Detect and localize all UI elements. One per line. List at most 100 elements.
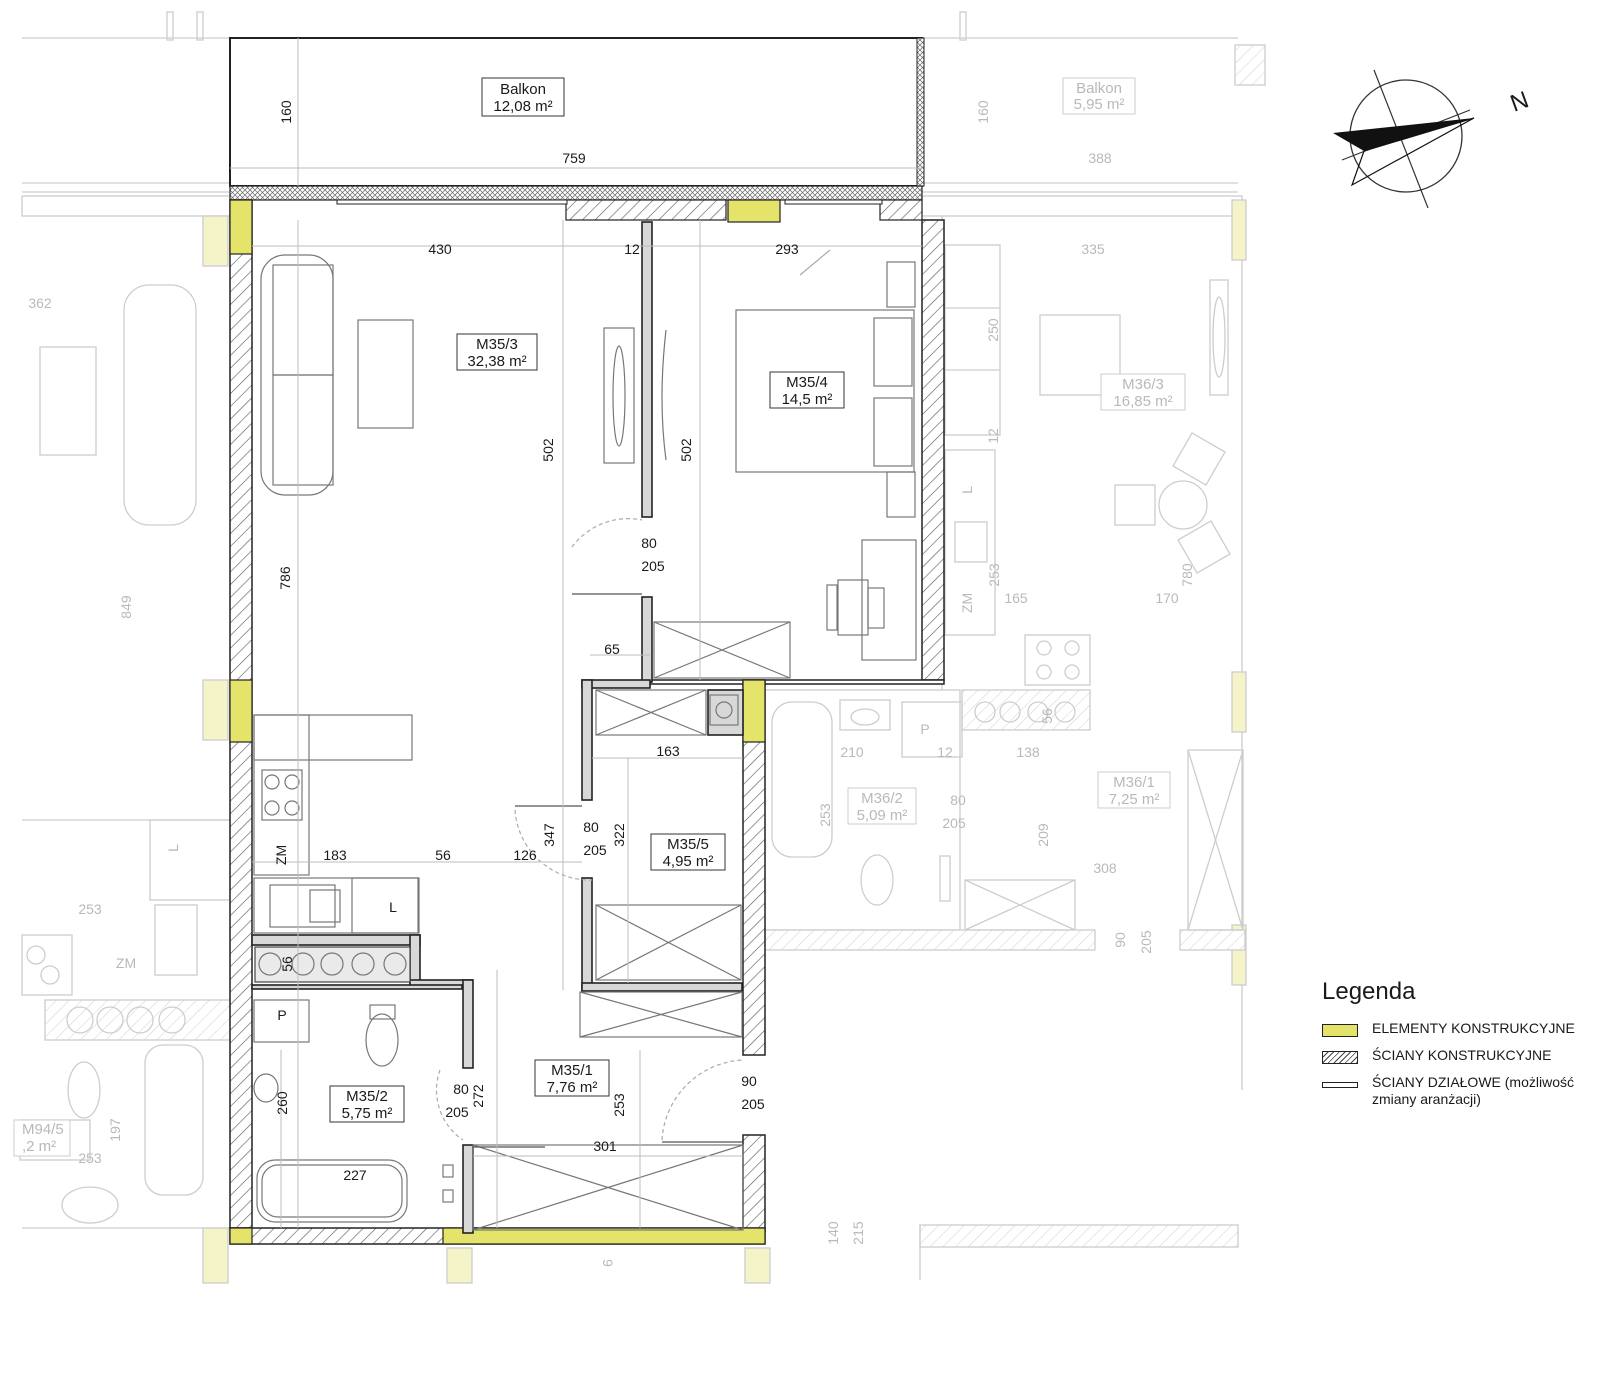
room-m36-1: M36/1 7,25 m² — [1097, 771, 1171, 809]
svg-text:301: 301 — [593, 1138, 617, 1154]
svg-text:ZM: ZM — [116, 955, 136, 971]
svg-text:502: 502 — [678, 438, 694, 462]
svg-text:335: 335 — [1081, 241, 1105, 257]
svg-text:Balkon: Balkon — [500, 81, 546, 98]
svg-text:227: 227 — [343, 1167, 367, 1183]
svg-text:L: L — [959, 486, 975, 494]
legend-label: ŚCIANY KONSTRUKCYJNE — [1372, 1047, 1552, 1063]
room-m35-5: M35/5 4,95 m² — [650, 833, 726, 871]
svg-text:347: 347 — [541, 823, 557, 847]
room-labels: Balkon 12,08 m² Balkon 5,95 m² M35/3 32,… — [13, 77, 1186, 1157]
svg-text:L: L — [389, 899, 397, 915]
svg-text:253: 253 — [78, 1150, 102, 1166]
legend-item-sciany-dzialowe: ŚCIANY DZIAŁOWE (możliwość zmiany aranża… — [1322, 1074, 1592, 1108]
room-m36-3: M36/3 16,85 m² — [1100, 373, 1186, 411]
room-m94-5: M94/5 ,2 m² — [13, 1119, 71, 1157]
svg-text:165: 165 — [1004, 590, 1028, 606]
svg-text:12: 12 — [985, 428, 1001, 444]
room-balkon: Balkon 12,08 m² — [481, 77, 565, 117]
svg-text:M35/2: M35/2 — [346, 1088, 388, 1105]
svg-text:260: 260 — [274, 1091, 290, 1115]
legend-label: ELEMENTY KONSTRUKCYJNE — [1372, 1020, 1575, 1036]
svg-text:160: 160 — [975, 100, 991, 124]
svg-text:502: 502 — [540, 438, 556, 462]
furniture — [253, 249, 917, 1231]
svg-text:759: 759 — [562, 150, 586, 166]
legend-swatch-partition — [1322, 1082, 1358, 1088]
svg-text:M35/5: M35/5 — [667, 836, 709, 853]
dimension-labels: 160 759 388 160 430 12 293 335 362 250 1… — [28, 100, 1195, 1267]
room-m35-2: M35/2 5,75 m² — [329, 1085, 405, 1123]
svg-text:163: 163 — [656, 743, 680, 759]
svg-text:5,75 m²: 5,75 m² — [342, 1105, 393, 1122]
legend-title: Legenda — [1322, 978, 1416, 1005]
svg-text:90: 90 — [1112, 932, 1128, 948]
svg-text:253: 253 — [986, 563, 1002, 587]
room-m36-2: M36/2 5,09 m² — [847, 787, 917, 825]
svg-text:197: 197 — [107, 1118, 123, 1142]
legend-swatch-hatched — [1322, 1051, 1358, 1064]
svg-text:205: 205 — [1138, 930, 1154, 954]
svg-text:12,08 m²: 12,08 m² — [493, 98, 552, 115]
svg-text:786: 786 — [277, 566, 293, 590]
svg-text:5,95 m²: 5,95 m² — [1074, 96, 1125, 113]
svg-text:56: 56 — [1039, 708, 1055, 724]
svg-text:M36/1: M36/1 — [1113, 774, 1155, 791]
svg-text:126: 126 — [513, 847, 537, 863]
room-m35-1: M35/1 7,76 m² — [534, 1059, 610, 1097]
svg-text:M94/5: M94/5 — [22, 1121, 64, 1138]
svg-text:32,38 m²: 32,38 m² — [467, 353, 526, 370]
svg-text:ZM: ZM — [273, 845, 289, 865]
legend-label: ŚCIANY DZIAŁOWE (możliwość zmiany aranża… — [1372, 1074, 1574, 1107]
svg-text:Balkon: Balkon — [1076, 80, 1122, 97]
svg-text:9: 9 — [600, 1259, 616, 1267]
svg-text:140: 140 — [825, 1221, 841, 1245]
svg-text:293: 293 — [775, 241, 799, 257]
room-m35-3: M35/3 32,38 m² — [456, 333, 538, 371]
svg-text:M36/2: M36/2 — [861, 790, 903, 807]
svg-text:780: 780 — [1179, 563, 1195, 587]
legend-item-konstrukcyjne: ELEMENTY KONSTRUKCYJNE — [1322, 1020, 1592, 1037]
svg-text:253: 253 — [78, 901, 102, 917]
legend: Legenda ELEMENTY KONSTRUKCYJNE ŚCIANY KO… — [1322, 978, 1592, 1118]
svg-text:12: 12 — [624, 241, 640, 257]
room-m35-4: M35/4 14,5 m² — [769, 371, 845, 409]
svg-text:205: 205 — [445, 1104, 469, 1120]
svg-text:205: 205 — [741, 1096, 765, 1112]
svg-text:362: 362 — [28, 295, 52, 311]
svg-text:272: 272 — [470, 1084, 486, 1108]
svg-text:205: 205 — [583, 842, 607, 858]
svg-text:388: 388 — [1088, 150, 1112, 166]
svg-text:P: P — [920, 721, 929, 737]
svg-text:210: 210 — [840, 744, 864, 760]
svg-text:L: L — [165, 844, 181, 852]
svg-text:80: 80 — [950, 792, 966, 808]
svg-text:215: 215 — [850, 1221, 866, 1245]
svg-text:ZM: ZM — [959, 593, 975, 613]
structural-walls — [229, 37, 945, 1245]
svg-text:12: 12 — [937, 744, 953, 760]
svg-text:56: 56 — [279, 956, 295, 972]
svg-text:322: 322 — [611, 823, 627, 847]
svg-text:209: 209 — [1035, 823, 1051, 847]
partition-walls — [251, 221, 744, 1234]
svg-text:M35/1: M35/1 — [551, 1062, 593, 1079]
svg-text:849: 849 — [118, 595, 134, 619]
svg-text:16,85 m²: 16,85 m² — [1113, 393, 1172, 410]
svg-text:M35/4: M35/4 — [786, 374, 828, 391]
svg-text:205: 205 — [641, 558, 665, 574]
svg-text:80: 80 — [583, 819, 599, 835]
svg-text:M36/3: M36/3 — [1122, 376, 1164, 393]
svg-text:4,95 m²: 4,95 m² — [663, 853, 714, 870]
svg-text:7,76 m²: 7,76 m² — [547, 1079, 598, 1096]
svg-text:138: 138 — [1016, 744, 1040, 760]
svg-text:,2 m²: ,2 m² — [22, 1138, 56, 1155]
svg-text:14,5 m²: 14,5 m² — [782, 391, 833, 408]
legend-swatch-konstrukcyjne — [1322, 1024, 1358, 1037]
svg-text:80: 80 — [453, 1081, 469, 1097]
svg-text:90: 90 — [741, 1073, 757, 1089]
svg-text:7,25 m²: 7,25 m² — [1109, 791, 1160, 808]
svg-text:M35/3: M35/3 — [476, 336, 518, 353]
compass-north-label: N — [1507, 86, 1533, 117]
